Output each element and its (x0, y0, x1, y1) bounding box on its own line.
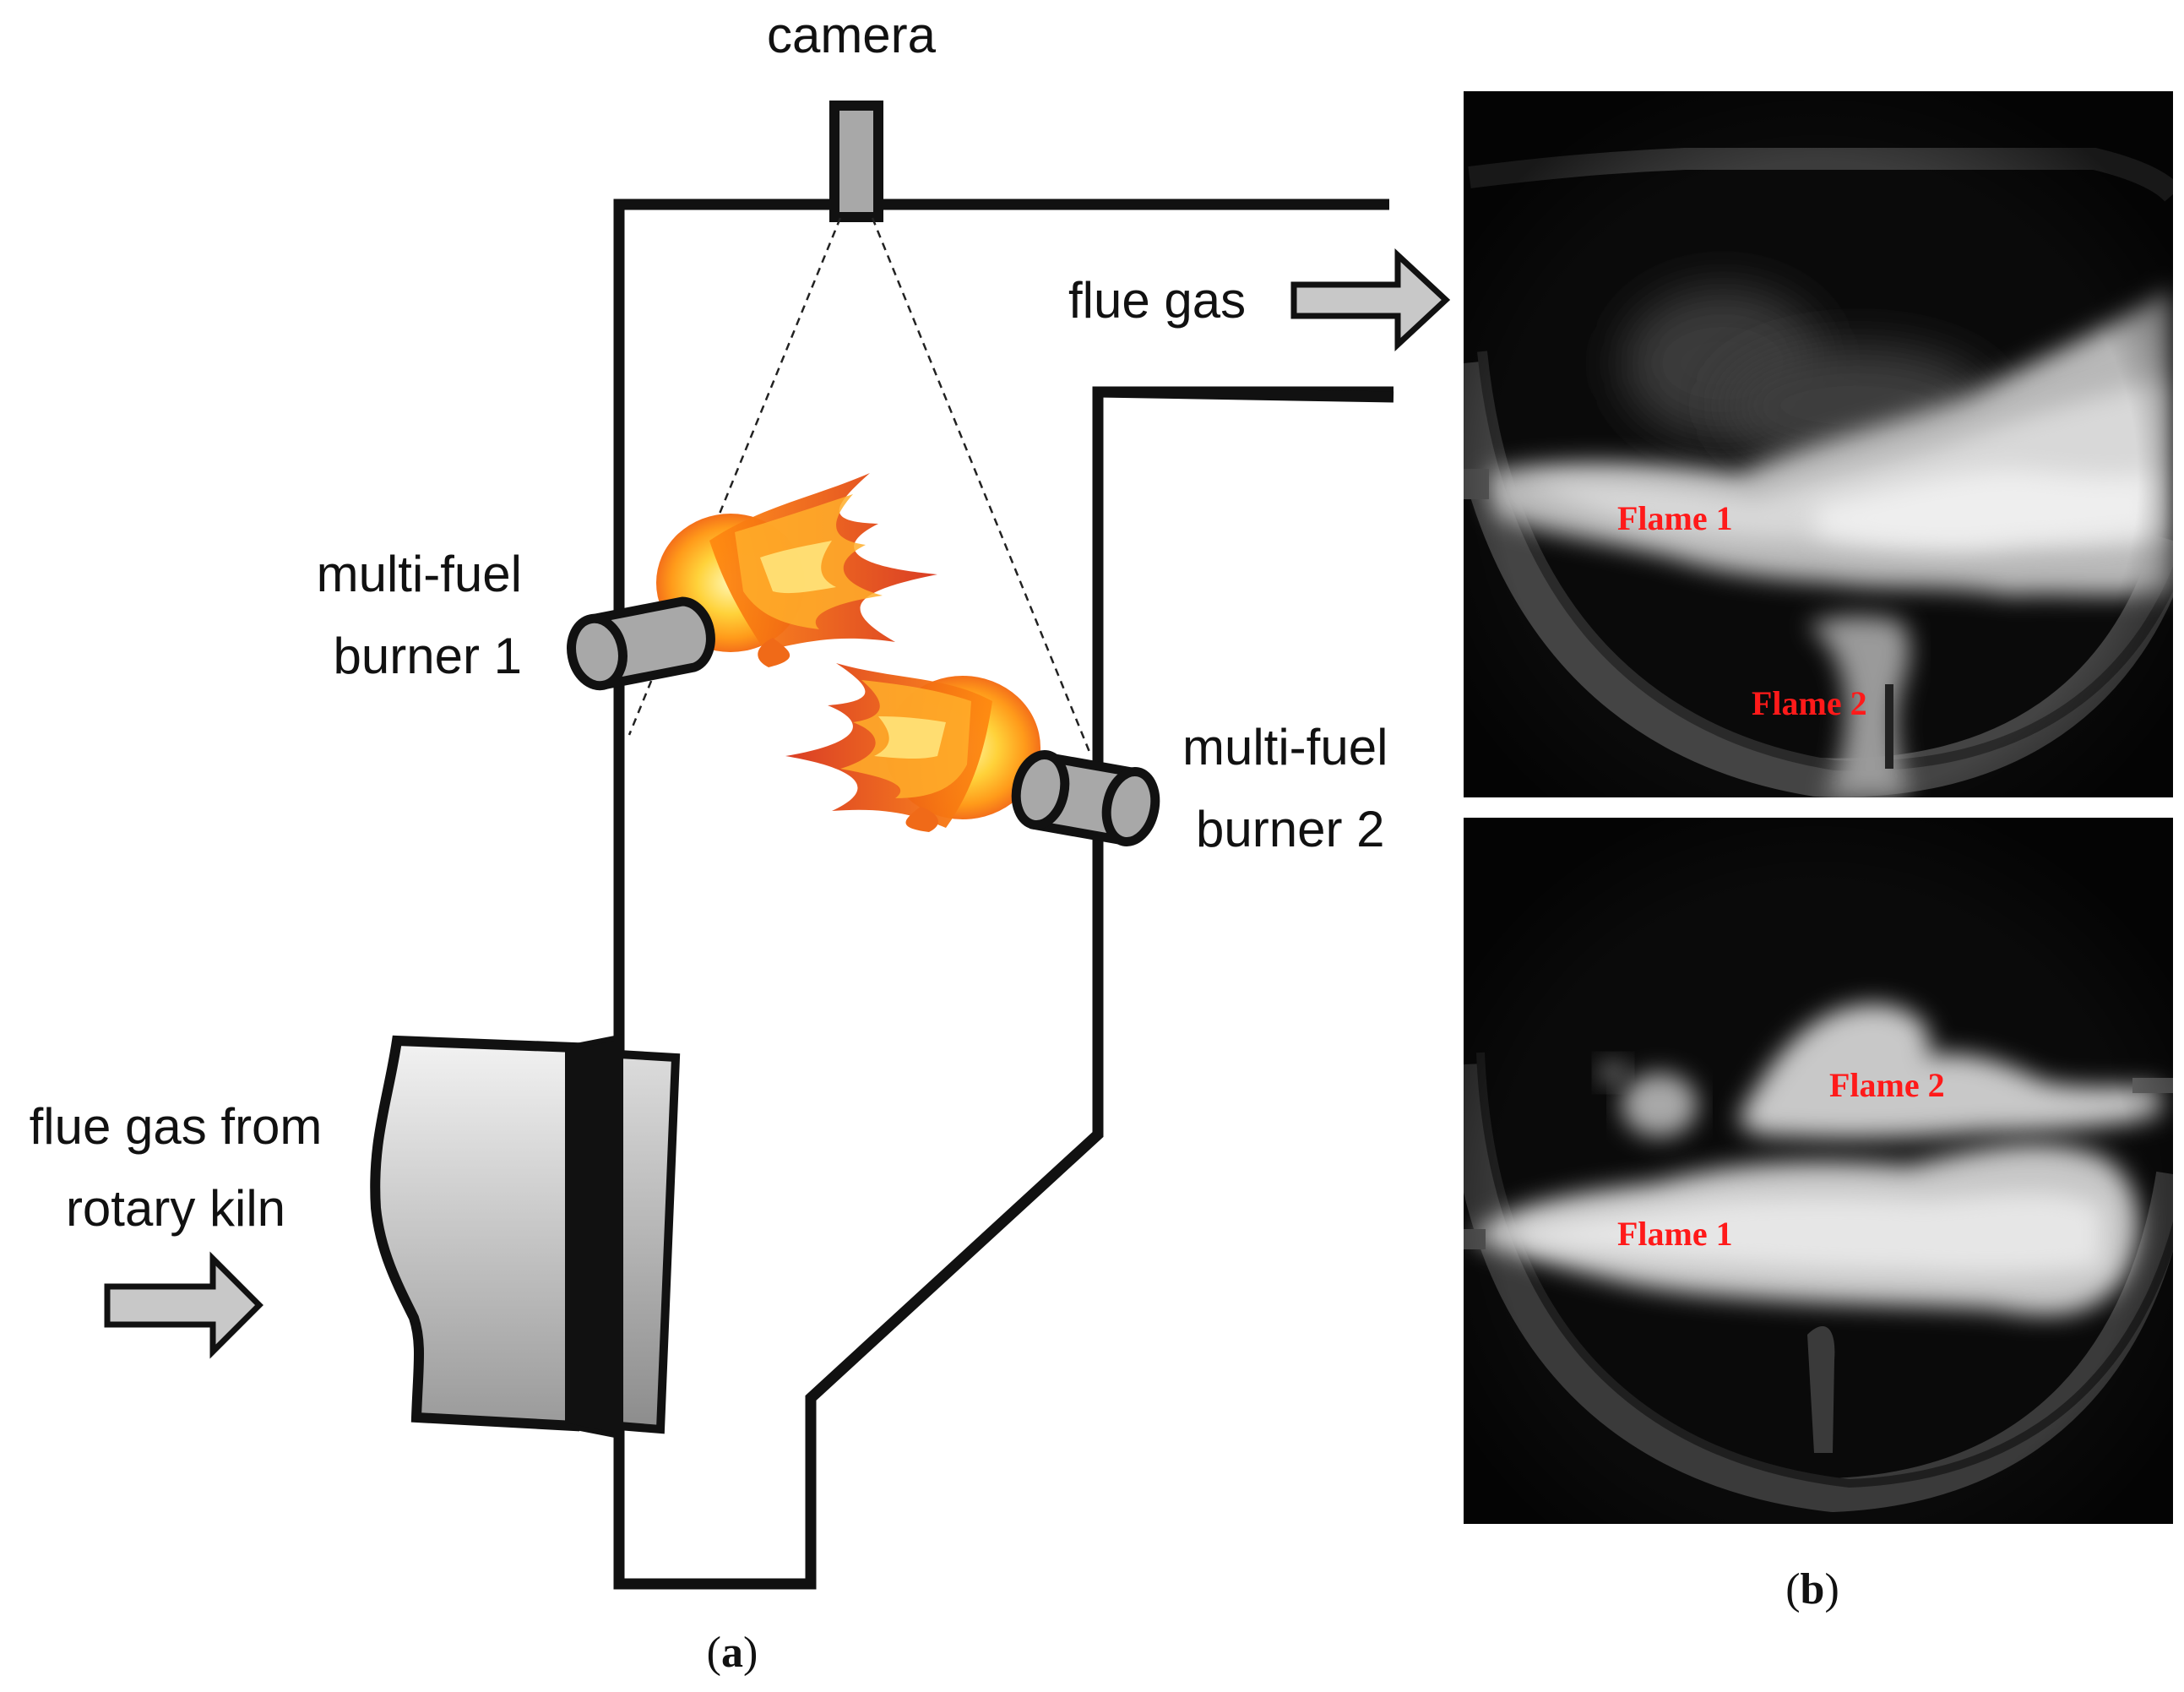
caption-b: (b) (1785, 1565, 1839, 1613)
flame-photo-top: Flame 1 Flame 2 (1464, 91, 2173, 797)
burner-1-icon (567, 596, 715, 691)
flue-gas-outlet-arrow (1290, 248, 1451, 352)
kiln-label-line-1: flue gas from (30, 1098, 323, 1155)
bottom-flame-2-label: Flame 2 (1829, 1066, 1945, 1104)
rotary-kiln-icon (370, 1034, 681, 1439)
caption-a: (a) (707, 1629, 758, 1677)
flame-photo-bottom: Flame 2 Flame 1 (1464, 818, 2173, 1524)
bottom-flame-1-label: Flame 1 (1617, 1215, 1733, 1253)
photos-b: Flame 1 Flame 2 (1464, 91, 2173, 1613)
burner-1-label-line-1: multi-fuel (317, 546, 522, 602)
diagram-a: camera flue gas multi-fuel bu (30, 7, 1451, 1677)
chamber-left-wall (613, 199, 1394, 1590)
flame-2-illustration (785, 663, 1040, 832)
burner-2-label-line-1: multi-fuel (1182, 719, 1388, 775)
kiln-inlet-arrow (104, 1251, 263, 1359)
flue-gas-outlet-label: flue gas (1068, 272, 1246, 329)
top-flame-1-label: Flame 1 (1617, 499, 1733, 537)
burner-1-label-line-2: burner 1 (334, 628, 522, 684)
camera-label: camera (767, 7, 937, 63)
camera-icon (829, 101, 883, 222)
burner-2-label-line-2: burner 2 (1196, 801, 1384, 857)
burner-2-icon (1011, 750, 1160, 846)
kiln-label-line-2: rotary kiln (66, 1180, 285, 1237)
top-flame-2-label: Flame 2 (1752, 684, 1867, 722)
chamber-outlet-lower-lip (1097, 386, 1394, 403)
camera-view-line-right (871, 217, 1093, 757)
